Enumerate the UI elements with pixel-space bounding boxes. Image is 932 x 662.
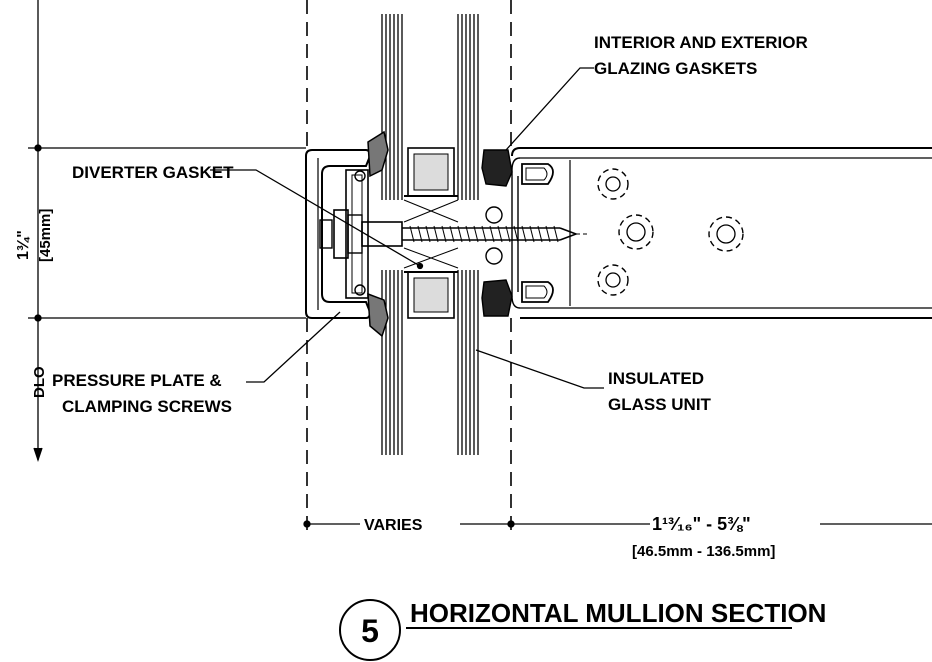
diverter-gasket-label: DIVERTER GASKET	[72, 163, 234, 182]
dlo-text: DLO	[31, 366, 48, 398]
igu-label-line2: GLASS UNIT	[608, 395, 712, 414]
gaskets-label-line1: INTERIOR AND EXTERIOR	[594, 33, 808, 52]
dashed-guides	[306, 0, 512, 530]
gaskets-label-line2: GLAZING GASKETS	[594, 59, 757, 78]
depth-imperial-text: 1¹³⁄₁₆" - 5⅜"	[652, 514, 751, 534]
detail-number: 5	[361, 613, 379, 649]
mullion-extrusion	[481, 147, 932, 319]
pressure-plate-label-line2: CLAMPING SCREWS	[62, 397, 232, 416]
pressure-plate-cap	[305, 130, 389, 338]
leader-lines	[210, 67, 604, 389]
igu-label-line1: INSULATED	[608, 369, 704, 388]
dimension-labels: 1¾" [45mm] DLO VARIES 1¹³⁄₁₆" - 5⅜" [46.…	[15, 209, 775, 560]
height-metric-text: [45mm]	[37, 209, 54, 262]
depth-metric-text: [46.5mm - 136.5mm]	[632, 543, 775, 560]
callout-labels: INTERIOR AND EXTERIOR GLAZING GASKETS DI…	[52, 33, 808, 416]
clamping-screw	[361, 199, 590, 269]
depth-dimension	[303, 520, 932, 528]
height-imperial-text: 1¾"	[15, 230, 32, 260]
insulated-glass-unit	[381, 14, 479, 455]
detail-number-bubble	[339, 599, 401, 661]
title-text: HORIZONTAL MULLION SECTION	[410, 598, 826, 628]
pressure-plate-label-line1: PRESSURE PLATE &	[52, 371, 222, 390]
drawing-title: 5 HORIZONTAL MULLION SECTION	[339, 598, 826, 661]
varies-text: VARIES	[364, 517, 423, 534]
height-dimension	[28, 0, 306, 463]
